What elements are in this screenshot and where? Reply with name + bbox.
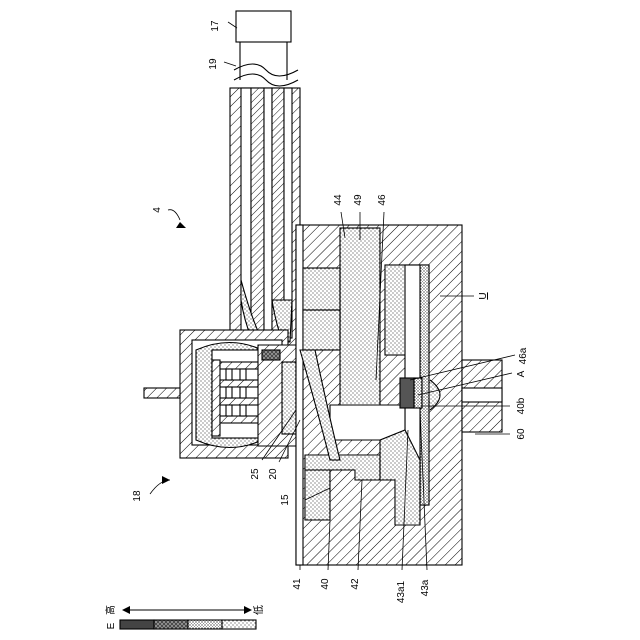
label-18: 18 — [132, 490, 143, 502]
label-4: 4 — [152, 207, 163, 213]
label-15: 15 — [280, 494, 291, 506]
label-49: 49 — [353, 194, 364, 206]
legend-e-label: E — [106, 622, 117, 629]
legend-gradient: E 高 低 — [104, 605, 265, 629]
label-42: 42 — [350, 578, 361, 590]
sensor-40b — [400, 378, 422, 408]
label-25: 25 — [250, 468, 261, 480]
legend-low-label: 低 — [252, 605, 265, 615]
label-46: 46 — [377, 194, 388, 206]
legend-swatch-2 — [154, 620, 188, 629]
label-17: 17 — [210, 20, 221, 32]
arrow-18 — [162, 476, 170, 484]
label-40: 40 — [320, 578, 331, 590]
label-43a: 43a — [420, 579, 431, 596]
legend-swatch-1 — [120, 620, 154, 629]
cable-19 — [234, 42, 298, 86]
label-44: 44 — [333, 194, 344, 206]
pipe-bundle — [230, 88, 300, 348]
legend-high-label: 高 — [104, 605, 117, 615]
component-17-box — [236, 11, 291, 42]
label-40b: 40b — [516, 397, 527, 414]
label-41: 41 — [292, 578, 303, 590]
label-20: 20 — [268, 468, 279, 480]
legend-swatch-4 — [222, 620, 256, 629]
label-19: 19 — [208, 58, 219, 70]
label-a: A — [516, 370, 527, 377]
label-46a: 46a — [518, 347, 529, 364]
label-43a1: 43a1 — [396, 580, 407, 603]
label-60: 60 — [516, 428, 527, 440]
label-u: U — [478, 292, 489, 299]
legend-swatch-3 — [188, 620, 222, 629]
arrow-4 — [176, 222, 186, 228]
